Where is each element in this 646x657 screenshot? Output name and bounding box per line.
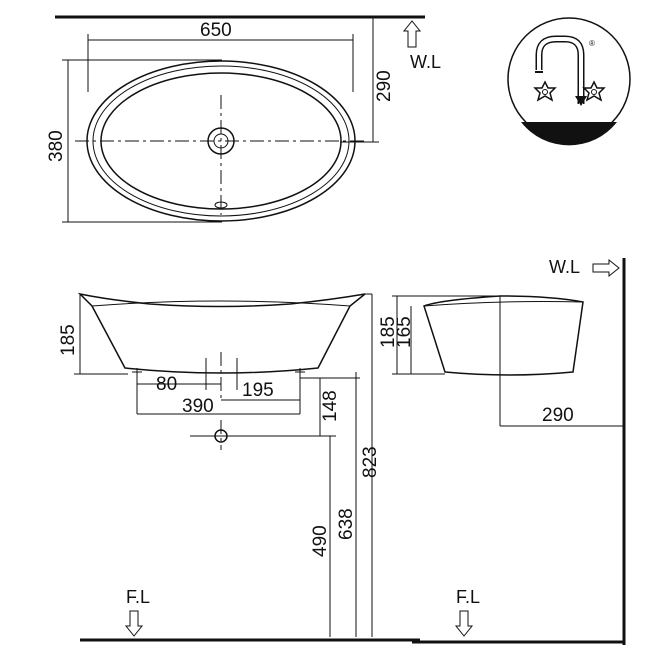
basin-side-rim (423, 301, 584, 307)
drain-icon (207, 127, 235, 155)
side-height-185-label: 185 (378, 316, 399, 348)
dim-80-label: 80 (156, 374, 177, 395)
left-tap-icon (533, 80, 557, 102)
plan-view: W.L 650 290 380 (46, 15, 441, 223)
depth-dimension-label: 380 (46, 130, 67, 162)
faucet-logo: ® (507, 17, 631, 146)
basin-front-outline (77, 292, 366, 374)
floor-label: F.L (126, 587, 150, 607)
dim-638-label: 638 (336, 508, 357, 540)
dim-195-label: 195 (242, 380, 274, 401)
basin-rim-curve (91, 300, 351, 307)
overflow-hole (214, 201, 228, 209)
dim-490-label: 490 (310, 525, 331, 557)
logo-basin-fill (521, 122, 617, 146)
side-water-line-arrow-icon (592, 258, 620, 278)
front-view: 185 823 80 195 390 148 490 638 (58, 292, 420, 642)
wall-offset-label: 290 (374, 70, 395, 102)
dim-823-label: 823 (360, 446, 381, 478)
water-line-arrow-icon (402, 20, 422, 48)
front-height-label: 185 (58, 324, 79, 356)
side-floor-arrow-icon (454, 610, 474, 637)
dim-390-label: 390 (182, 396, 214, 417)
water-line-label: W.L (410, 52, 441, 72)
floor-arrow-icon (124, 610, 144, 637)
side-view: W.L 185 165 290 F.L (378, 257, 626, 645)
flow-arrow-icon (575, 96, 587, 106)
right-tap-icon (582, 80, 606, 102)
dim-148-label: 148 (320, 390, 341, 422)
side-water-line-label: W.L (549, 257, 580, 277)
side-height-165-label: 165 (394, 316, 415, 348)
drain-inner (213, 133, 229, 149)
side-distance-label: 290 (542, 405, 574, 426)
registered-mark: ® (589, 39, 595, 48)
width-dimension-label: 650 (200, 20, 232, 41)
basin-side-outline (423, 295, 584, 376)
side-floor-label: F.L (456, 587, 480, 607)
